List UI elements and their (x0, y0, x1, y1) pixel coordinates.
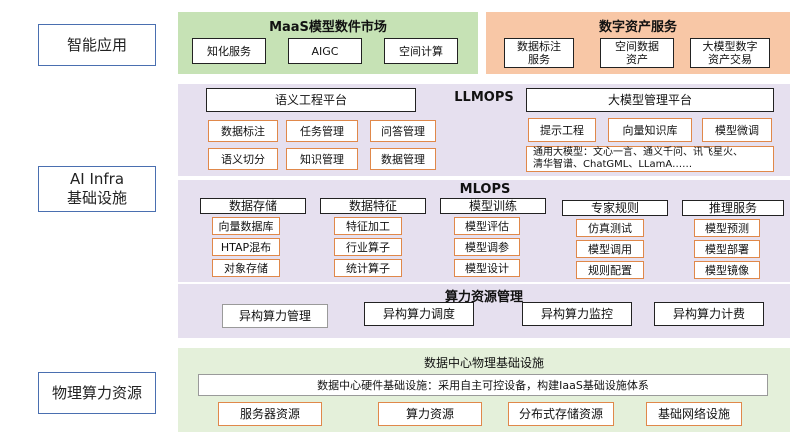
mlops-item: 模型镜像 (694, 261, 760, 279)
maas-panel: MaaS模型数件市场 知化服务 AIGC 空间计算 (178, 12, 478, 74)
mlops-item: 行业算子 (334, 238, 402, 256)
digital-asset-item: 空间数据资产 (600, 38, 674, 68)
datacenter-item: 分布式存储资源 (508, 402, 614, 426)
mlops-item: 模型评估 (454, 217, 520, 235)
mlops-item: 仿真测试 (576, 219, 644, 237)
maas-item: 空间计算 (384, 38, 458, 64)
mlops-column-header: 模型训练 (440, 198, 546, 214)
mlops-panel: MLOPS 数据存储 向量数据库 HTAP混布 对象存储 数据特征 特征加工 行… (178, 180, 790, 282)
compute-management-panel: 算力资源管理 异构算力管理 异构算力调度 异构算力监控 异构算力计费 (178, 284, 790, 338)
compute-management-title: 算力资源管理 (444, 290, 523, 305)
compute-item: 异构算力监控 (522, 302, 632, 326)
semantic-platform-item: 数据管理 (370, 148, 436, 170)
mlops-item: 模型预测 (694, 219, 760, 237)
semantic-platform-item: 任务管理 (286, 120, 358, 142)
llm-platform-item: 向量知识库 (608, 118, 692, 142)
llmops-title: LLMOPS (454, 90, 514, 105)
mlops-item: 规则配置 (576, 261, 644, 279)
datacenter-item: 基础网络设施 (646, 402, 742, 426)
side-label-infra-line1: AI Infra (69, 170, 125, 188)
side-label-apps: 智能应用 (38, 24, 156, 66)
maas-item: 知化服务 (192, 38, 266, 64)
compute-item: 异构算力管理 (222, 304, 328, 328)
compute-item: 异构算力调度 (364, 302, 474, 326)
semantic-platform-item: 数据标注 (208, 120, 278, 142)
mlops-title: MLOPS (459, 182, 511, 197)
semantic-platform-header: 语义工程平台 (206, 88, 416, 112)
digital-asset-panel: 数字资产服务 数据标注服务 空间数据资产 大模型数字资产交易 (486, 12, 790, 74)
maas-title: MaaS模型数件市场 (269, 20, 387, 35)
mlops-item: 对象存储 (212, 259, 280, 277)
side-label-infra-line2: 基础设施 (66, 189, 127, 207)
llm-platform-item: 提示工程 (528, 118, 596, 142)
mlops-item: 模型部署 (694, 240, 760, 258)
datacenter-panel: 数据中心物理基础设施 数据中心硬件基础设施：采用自主可控设备，构建IaaS基础设… (178, 348, 790, 432)
mlops-column-header: 专家规则 (562, 200, 668, 216)
mlops-column-header: 数据存储 (200, 198, 306, 214)
semantic-platform-item: 语义切分 (208, 148, 278, 170)
semantic-platform-item: 问答管理 (370, 120, 436, 142)
mlops-item: 特征加工 (334, 217, 402, 235)
mlops-item: HTAP混布 (212, 238, 280, 256)
digital-asset-item: 大模型数字资产交易 (690, 38, 770, 68)
mlops-item: 模型调参 (454, 238, 520, 256)
maas-item: AIGC (288, 38, 362, 64)
datacenter-hardware-bar: 数据中心硬件基础设施：采用自主可控设备，构建IaaS基础设施体系 (198, 374, 768, 396)
datacenter-item: 算力资源 (378, 402, 482, 426)
digital-asset-title: 数字资产服务 (598, 20, 677, 35)
compute-item: 异构算力计费 (654, 302, 764, 326)
mlops-column-header: 推理服务 (682, 200, 784, 216)
side-label-apps-text: 智能应用 (66, 35, 127, 54)
llm-platform-item: 模型微调 (702, 118, 772, 142)
mlops-item: 向量数据库 (212, 217, 280, 235)
general-llm-list: 通用大模型：文心一言、通义千问、讯飞星火、清华智谱、ChatGML、LLamA…… (526, 146, 774, 172)
semantic-platform-item: 知识管理 (286, 148, 358, 170)
side-label-physical-text: 物理算力资源 (51, 383, 142, 402)
datacenter-item: 服务器资源 (218, 402, 322, 426)
datacenter-title: 数据中心物理基础设施 (423, 356, 544, 370)
llm-platform-header: 大模型管理平台 (526, 88, 774, 112)
mlops-item: 模型调用 (576, 240, 644, 258)
mlops-item: 模型设计 (454, 259, 520, 277)
mlops-item: 统计算子 (334, 259, 402, 277)
side-label-infra: AI Infra 基础设施 (38, 166, 156, 212)
mlops-column-header: 数据特征 (320, 198, 426, 214)
side-label-physical: 物理算力资源 (38, 372, 156, 414)
digital-asset-item: 数据标注服务 (504, 38, 574, 68)
llmops-panel: LLMOPS 语义工程平台 数据标注 任务管理 问答管理 语义切分 知识管理 数… (178, 84, 790, 176)
